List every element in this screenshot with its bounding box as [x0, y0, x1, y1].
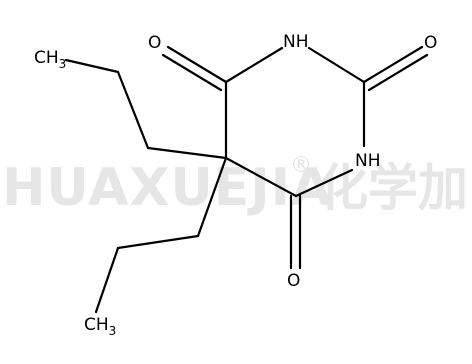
atom-ch3-top-sub: 3 — [59, 57, 67, 71]
atom-nh-right: NH — [355, 151, 381, 171]
bond-propyl2-a — [116, 234, 200, 250]
atom-ch3-top: CH3 — [34, 48, 66, 71]
bond-c4-o-a — [166, 45, 228, 84]
bonds — [64, 45, 429, 314]
bond-propyl1-b — [64, 58, 120, 74]
watermark-registered-mark: ® — [290, 153, 312, 178]
atom-ch3-top-main: CH — [34, 48, 59, 68]
bond-c2-o-b — [367, 53, 429, 92]
bond-propyl1-a — [116, 70, 150, 150]
atom-ch3-bottom: CH3 — [84, 315, 116, 338]
bond-propyl2-b — [94, 246, 120, 314]
atom-nh-top: NH — [283, 32, 309, 52]
atom-labels: O NH O NH O CH3 CH3 — [34, 32, 437, 338]
watermark-chinese: 化学加 — [318, 159, 468, 217]
bond-c4-n3 — [224, 46, 284, 84]
bond-c5-propyl2 — [196, 156, 228, 238]
atom-ch3-bottom-main: CH — [84, 315, 109, 335]
bond-c4-o-b — [161, 53, 223, 92]
atom-o-right: O — [424, 33, 437, 53]
bond-n3-c2 — [307, 46, 366, 84]
watermark-latin: HUAXUEJIA — [2, 158, 332, 218]
atom-ch3-bottom-sub: 3 — [109, 324, 117, 338]
bond-c6-c5 — [224, 156, 298, 198]
atom-o-bottom: O — [287, 271, 300, 291]
bond-c2-o-a — [362, 45, 424, 84]
bond-c5-propyl1 — [146, 146, 228, 160]
bond-n1-c6 — [294, 168, 354, 198]
atom-o-top: O — [148, 33, 161, 53]
watermark: HUAXUEJIA ® 化学加 — [2, 153, 468, 218]
